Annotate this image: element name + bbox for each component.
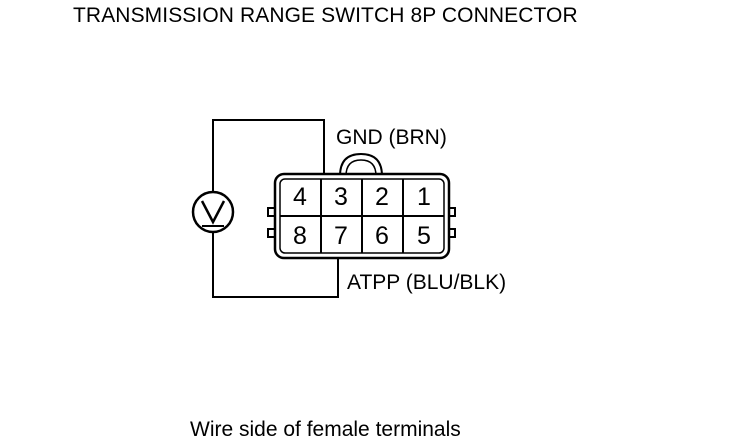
lower-lead-wire (212, 233, 339, 298)
terminal-7: 7 (334, 222, 348, 250)
gnd-wire-label: GND (BRN) (336, 126, 447, 149)
terminal-2: 2 (375, 183, 389, 211)
terminal-1: 1 (417, 183, 431, 211)
meter-wiring (212, 119, 339, 298)
upper-lead-wire (212, 119, 325, 195)
terminal-8: 8 (293, 222, 307, 250)
voltmeter-icon (191, 190, 235, 234)
terminal-4: 4 (293, 183, 307, 211)
diagram-caption: Wire side of female terminals (190, 418, 461, 441)
atpp-wire-label: ATPP (BLU/BLK) (347, 271, 506, 294)
connector-8p: 4 3 2 1 8 7 6 5 (267, 152, 456, 260)
terminal-6: 6 (375, 222, 389, 250)
terminal-5: 5 (417, 222, 431, 250)
terminal-3: 3 (334, 183, 348, 211)
connector-lock-tab (339, 152, 383, 177)
page-title: TRANSMISSION RANGE SWITCH 8P CONNECTOR (73, 4, 578, 27)
